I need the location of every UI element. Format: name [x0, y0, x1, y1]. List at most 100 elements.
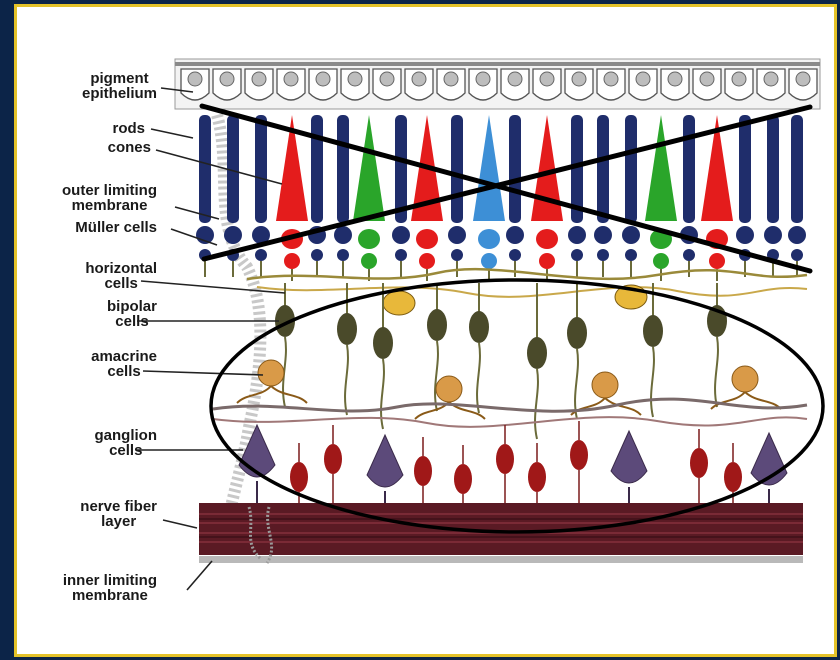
pigment-nucleus — [636, 72, 650, 86]
rod-nucleus — [594, 226, 612, 244]
rod — [597, 115, 609, 223]
rod-nucleus — [736, 226, 754, 244]
photoreceptor-layer — [196, 115, 806, 281]
bipolar-cell — [337, 313, 357, 345]
rod-terminal — [337, 249, 349, 261]
small-ganglion-cell — [290, 462, 308, 492]
bipolar-cell — [427, 309, 447, 341]
rod-nucleus — [764, 226, 782, 244]
rod — [451, 115, 463, 223]
rod-terminal — [571, 249, 583, 261]
cone-terminal — [709, 253, 725, 269]
rod-terminal — [597, 249, 609, 261]
bipolar-cell — [567, 317, 587, 349]
rod-nucleus — [392, 226, 410, 244]
cone-blue — [473, 115, 505, 221]
cone-terminal — [539, 253, 555, 269]
cone-green — [353, 115, 385, 221]
bipolar-cell — [643, 315, 663, 347]
pigment-nucleus — [188, 72, 202, 86]
rod-nucleus — [622, 226, 640, 244]
rod — [625, 115, 637, 223]
amacrine-cell — [732, 366, 758, 392]
rod-nucleus — [448, 226, 466, 244]
pigment-nucleus — [252, 72, 266, 86]
pigment-nucleus — [700, 72, 714, 86]
pigment-epithelium-layer — [175, 59, 820, 109]
small-ganglion-cell — [324, 444, 342, 474]
pigment-nucleus — [668, 72, 682, 86]
bipolar-cell — [527, 337, 547, 369]
cone-terminal — [361, 253, 377, 269]
small-ganglion-cell — [414, 456, 432, 486]
small-ganglion-cell — [528, 462, 546, 492]
bipolar-cell — [469, 311, 489, 343]
pigment-nucleus — [220, 72, 234, 86]
rod-nucleus — [224, 226, 242, 244]
small-ganglion-cell — [570, 440, 588, 470]
rod — [337, 115, 349, 223]
rod-nucleus — [788, 226, 806, 244]
rod — [791, 115, 803, 223]
rod — [255, 115, 267, 223]
rod — [683, 115, 695, 223]
rod-terminal — [311, 249, 323, 261]
small-ganglion-cell — [496, 444, 514, 474]
pigment-nucleus — [508, 72, 522, 86]
rod — [311, 115, 323, 223]
rod-terminal — [255, 249, 267, 261]
label-muller-cells: Müller cells — [75, 220, 157, 235]
cone-terminal — [481, 253, 497, 269]
rod-terminal — [625, 249, 637, 261]
amacrine-cell — [436, 376, 462, 402]
horizontal-cell — [383, 291, 415, 315]
ganglion-cell — [611, 431, 647, 483]
bipolar-cell — [373, 327, 393, 359]
small-ganglion-cell — [724, 462, 742, 492]
cone-nucleus — [358, 229, 380, 249]
rod-terminal — [683, 249, 695, 261]
pigment-nucleus — [604, 72, 618, 86]
ganglion-cell — [367, 435, 403, 487]
pigment-nucleus — [316, 72, 330, 86]
pigment-nucleus — [348, 72, 362, 86]
rod-terminal — [791, 249, 803, 261]
label-outer-limiting-membrane: outer limitingmembrane — [62, 183, 157, 213]
amacrine-cell — [592, 372, 618, 398]
label-rods: rods — [112, 121, 145, 136]
nerve-fiber-layer — [199, 503, 803, 555]
pigment-nucleus — [796, 72, 810, 86]
cone-nucleus — [478, 229, 500, 249]
pigment-nucleus — [540, 72, 554, 86]
pigment-nucleus — [380, 72, 394, 86]
pigment-nucleus — [572, 72, 586, 86]
rod — [509, 115, 521, 223]
cone-green — [645, 115, 677, 221]
cone-terminal — [419, 253, 435, 269]
retina-diagram — [17, 7, 834, 654]
cone-terminal — [653, 253, 669, 269]
pigment-nucleus — [412, 72, 426, 86]
small-ganglion-cell — [454, 464, 472, 494]
rod-nucleus — [334, 226, 352, 244]
amacrine-cell — [258, 360, 284, 386]
label-cones: cones — [108, 140, 151, 155]
inner-retina-cells — [213, 269, 807, 505]
small-ganglion-cell — [690, 448, 708, 478]
pigment-nucleus — [284, 72, 298, 86]
cone-nucleus — [536, 229, 558, 249]
pigment-nucleus — [476, 72, 490, 86]
pigment-nucleus — [764, 72, 778, 86]
rod-terminal — [395, 249, 407, 261]
cone-terminal — [284, 253, 300, 269]
rod-terminal — [451, 249, 463, 261]
rod — [199, 115, 211, 223]
